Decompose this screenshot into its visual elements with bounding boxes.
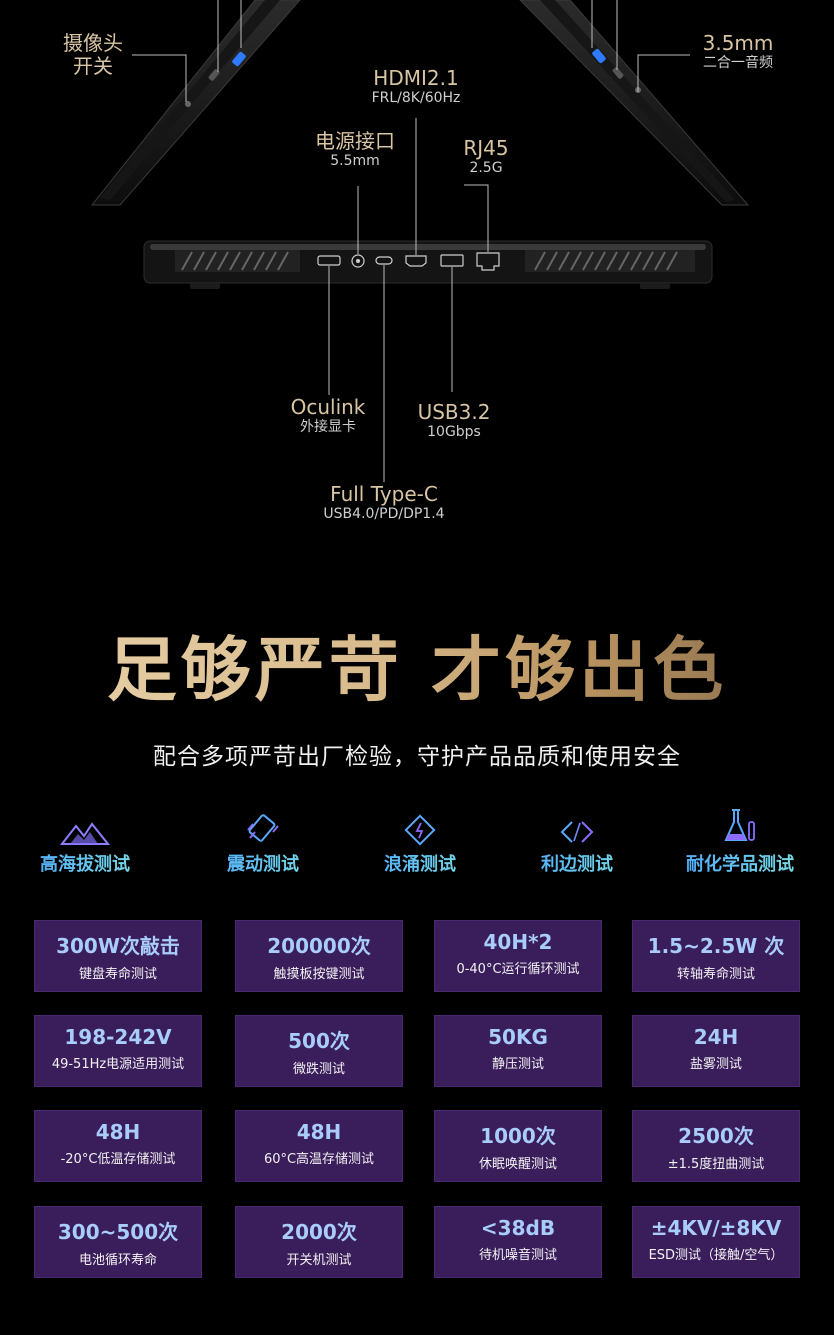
category-high-altitude: 高海拔测试	[15, 800, 155, 876]
test-description: 0-40°C运行循环测试	[456, 962, 580, 977]
oculink-label: Oculink 外接显卡	[278, 395, 378, 436]
test-value: 50KG	[488, 1025, 548, 1049]
audio-jack-title: 3.5mm	[702, 31, 774, 55]
ports-diagram: 摄像头 开关 3.5mm 二合一音频 HDMI2.1 FRL/8K/60Hz 电…	[0, 0, 834, 560]
category-chemical: 耐化学品测试	[670, 800, 810, 876]
test-card: 40H*2 0-40°C运行循环测试	[434, 920, 602, 992]
typec-label: Full Type-C USB4.0/PD/DP1.4	[300, 482, 468, 523]
test-description: 键盘寿命测试	[78, 967, 157, 982]
test-card: 198-242V 49-51Hz电源适用测试	[34, 1015, 202, 1087]
vibration-icon	[247, 814, 279, 842]
category-label: 利边测试	[507, 850, 647, 876]
test-value: 2000次	[281, 1220, 357, 1244]
category-surge: 浪涌测试	[350, 800, 490, 876]
test-card: 200000次 触摸板按键测试	[235, 920, 403, 992]
test-value: 198-242V	[64, 1025, 172, 1049]
flask-icon	[724, 809, 755, 841]
power-port-label: 电源接口 5.5mm	[300, 129, 410, 170]
test-card: 1000次 休眠唤醒测试	[434, 1110, 602, 1182]
category-label: 浪涌测试	[350, 850, 490, 876]
usb-subtitle: 10Gbps	[427, 424, 481, 440]
audio-jack-subtitle: 二合一音频	[703, 55, 773, 71]
test-description: ESD测试（接触/空气）	[648, 1248, 784, 1263]
test-value: 24H	[693, 1025, 739, 1049]
test-categories: 高海拔测试 震动测试 浪涌测试 利边测试	[0, 800, 834, 910]
test-description: 休眠唤醒测试	[478, 1157, 557, 1172]
test-value: <38dB	[480, 1216, 556, 1240]
test-value: ±4KV/±8KV	[650, 1216, 782, 1240]
laptop-illustration	[90, 0, 750, 482]
test-card: 50KG 静压测试	[434, 1015, 602, 1087]
rj45-subtitle: 2.5G	[469, 160, 503, 176]
rj45-title: RJ45	[463, 136, 509, 160]
test-description: 转轴寿命测试	[676, 967, 755, 982]
test-card: 2000次 开关机测试	[235, 1206, 403, 1278]
test-description: 开关机测试	[286, 1253, 352, 1268]
hdmi-label: HDMI2.1 FRL/8K/60Hz	[356, 66, 476, 107]
typec-title: Full Type-C	[330, 482, 438, 506]
hdmi-subtitle: FRL/8K/60Hz	[371, 90, 461, 106]
category-vibration: 震动测试	[193, 800, 333, 876]
test-value: 2500次	[678, 1124, 754, 1148]
test-value: 48H	[296, 1120, 342, 1144]
category-label: 高海拔测试	[15, 850, 155, 876]
test-description: 49-51Hz电源适用测试	[51, 1057, 185, 1072]
test-value: 1000次	[480, 1124, 556, 1148]
oculink-title: Oculink	[290, 395, 366, 419]
test-description: -20°C低温存储测试	[60, 1152, 176, 1167]
typec-subtitle: USB4.0/PD/DP1.4	[323, 506, 445, 522]
test-card: ±4KV/±8KV ESD测试（接触/空气）	[632, 1206, 800, 1278]
test-description: 待机噪音测试	[478, 1248, 557, 1263]
category-sharp-edge: 利边测试	[507, 800, 647, 876]
test-value: 300~500次	[57, 1220, 179, 1244]
test-value: 1.5~2.5W 次	[647, 934, 785, 958]
test-card: 300~500次 电池循环寿命	[34, 1206, 202, 1278]
test-description: ±1.5度扭曲测试	[667, 1157, 765, 1172]
test-value: 500次	[288, 1029, 350, 1053]
test-results-grid: 300W次敲击 键盘寿命测试 200000次 触摸板按键测试 40H*2 0-4…	[0, 920, 834, 1290]
subheadline: 配合多项严苛出厂检验，守护产品品质和使用安全	[153, 744, 681, 770]
power-port-subtitle: 5.5mm	[330, 153, 380, 169]
headline: 足够严苛 才够出色	[0, 614, 834, 715]
category-label: 震动测试	[193, 850, 333, 876]
sharp-edge-icon	[560, 821, 594, 843]
power-port-title: 电源接口	[315, 129, 395, 153]
test-value: 40H*2	[483, 930, 553, 954]
test-value: 48H	[95, 1120, 141, 1144]
test-description: 60°C高温存储测试	[263, 1152, 375, 1167]
rj45-label: RJ45 2.5G	[446, 136, 526, 177]
test-card: 24H 盐雾测试	[632, 1015, 800, 1087]
test-description: 微跌测试	[292, 1062, 345, 1077]
test-card: 1.5~2.5W 次 转轴寿命测试	[632, 920, 800, 992]
audio-jack-label: 3.5mm 二合一音频	[690, 31, 786, 72]
test-description: 触摸板按键测试	[273, 967, 365, 982]
test-card: <38dB 待机噪音测试	[434, 1206, 602, 1278]
mountain-icon	[60, 822, 110, 845]
camera-switch-subtitle: 开关	[73, 54, 113, 78]
test-value: 300W次敲击	[56, 934, 180, 958]
test-card: 48H 60°C高温存储测试	[235, 1110, 403, 1182]
camera-switch-title: 摄像头	[63, 31, 123, 55]
surge-icon	[404, 814, 436, 846]
test-description: 盐雾测试	[689, 1057, 742, 1072]
camera-switch-label: 摄像头 开关	[56, 32, 130, 78]
test-card: 48H -20°C低温存储测试	[34, 1110, 202, 1182]
usb-title: USB3.2	[417, 400, 491, 424]
test-value: 200000次	[267, 934, 371, 958]
test-card: 300W次敲击 键盘寿命测试	[34, 920, 202, 992]
test-card: 2500次 ±1.5度扭曲测试	[632, 1110, 800, 1182]
test-card: 500次 微跌测试	[235, 1015, 403, 1087]
category-label: 耐化学品测试	[670, 850, 810, 876]
test-description: 静压测试	[491, 1057, 544, 1072]
usb-label: USB3.2 10Gbps	[404, 400, 504, 441]
hdmi-title: HDMI2.1	[373, 66, 459, 90]
oculink-subtitle: 外接显卡	[300, 419, 356, 435]
test-description: 电池循环寿命	[78, 1253, 157, 1268]
